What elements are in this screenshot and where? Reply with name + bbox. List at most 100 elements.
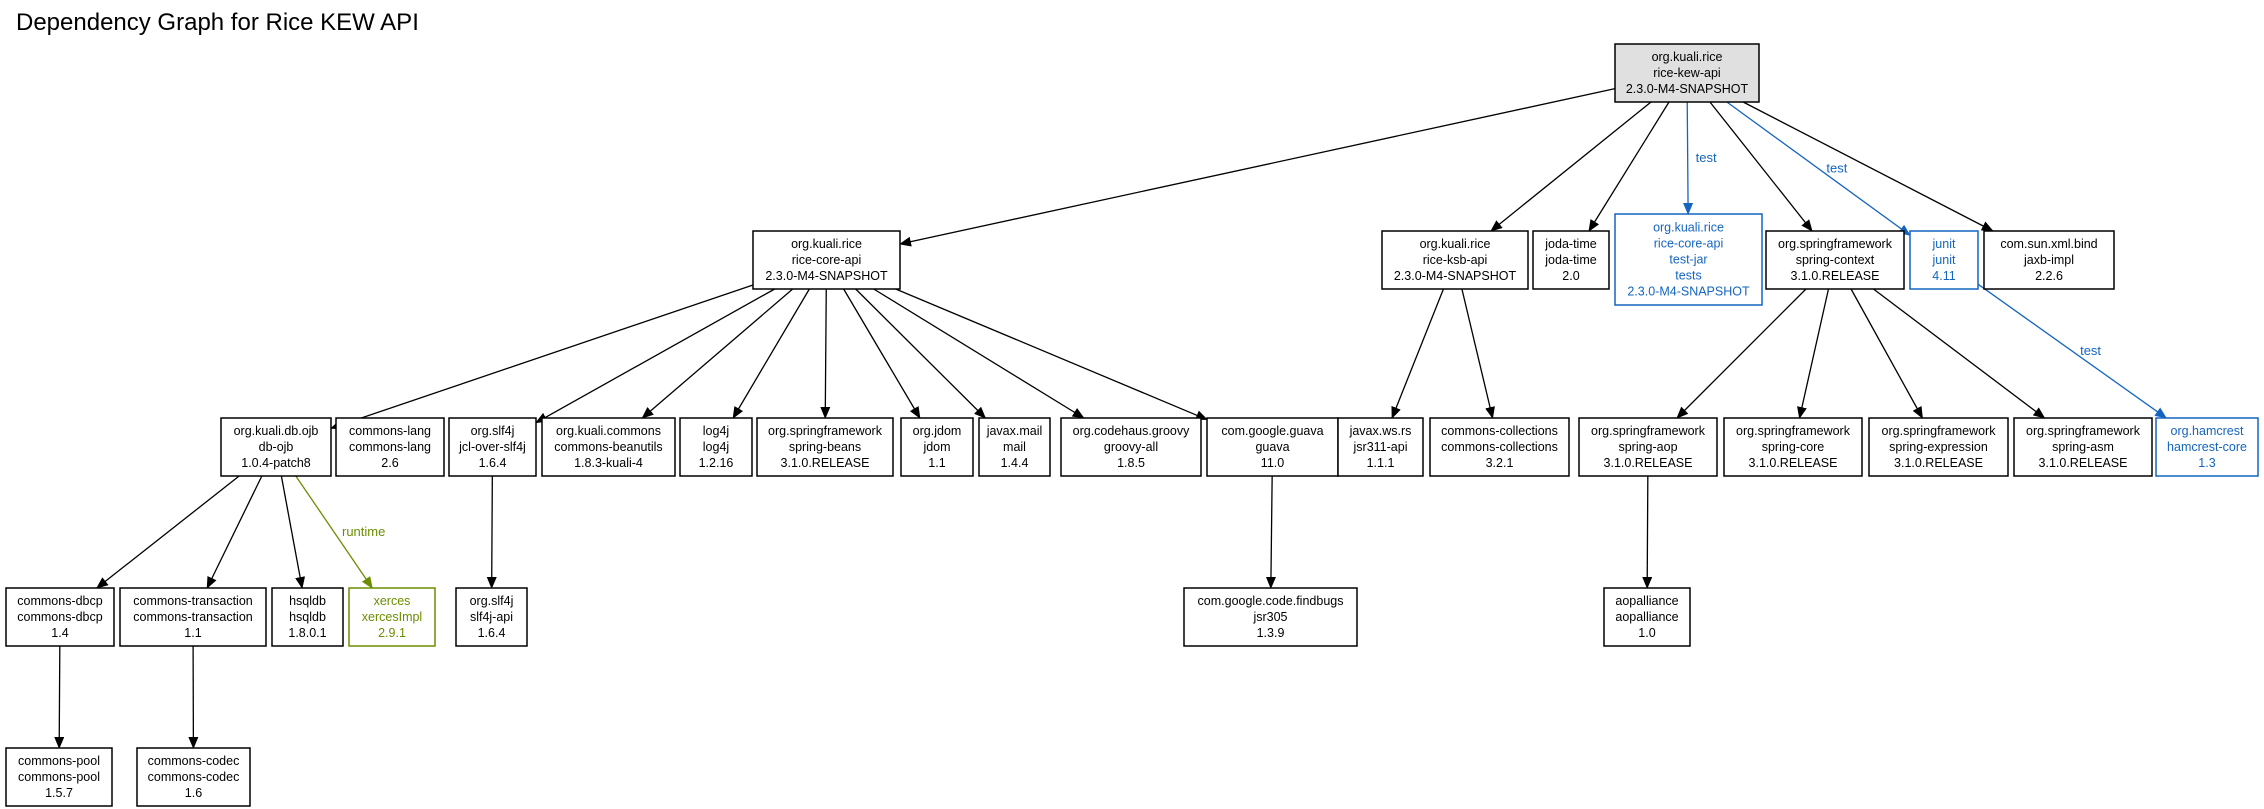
node-box: [335, 417, 445, 477]
node-sexpr: org.springframeworkspring-expression3.1.…: [1868, 417, 2009, 477]
edge-dbcp-cpool: [54, 645, 65, 749]
node-label-line: com.sun.xml.bind: [2000, 237, 2097, 251]
node-ccoll: commons-collectionscommons-collections3.…: [1429, 417, 1570, 477]
node-label-line: org.kuali.commons: [556, 424, 661, 438]
node-label-line: jcl-over-slf4j: [458, 440, 526, 454]
node-box: [1381, 230, 1529, 290]
node-label-line: jsr305: [1252, 610, 1287, 624]
node-label-line: xerces: [374, 594, 411, 608]
node-label-line: spring-aop: [1618, 440, 1677, 454]
node-label-line: commons-dbcp: [17, 610, 102, 624]
node-label-line: javax.mail: [986, 424, 1043, 438]
node-label-line: hsqldb: [289, 610, 326, 624]
node-box: [448, 417, 537, 477]
node-box: [679, 417, 753, 477]
edge-ojb-hsqldb: [280, 475, 306, 589]
node-score: org.springframeworkspring-core3.1.0.RELE…: [1723, 417, 1863, 477]
node-label-line: 3.2.1: [1486, 456, 1514, 470]
node-label-line: jaxb-impl: [2023, 253, 2074, 267]
node-label-line: 1.6.4: [479, 456, 507, 470]
edge-label: test: [1696, 150, 1717, 165]
edge-kew-ksb: [1490, 101, 1652, 232]
node-label-line: org.kuali.rice: [1420, 237, 1491, 251]
edge-kew-coretest: [1683, 101, 1694, 215]
node-box: [756, 417, 894, 477]
node-label-line: org.springframework: [1736, 424, 1851, 438]
node-label-line: jsr311-api: [1353, 440, 1408, 454]
edge-label: test: [1826, 161, 1847, 176]
node-saop: org.springframeworkspring-aop3.1.0.RELEA…: [1578, 417, 1718, 477]
edge-kew-junit: [1726, 101, 1911, 236]
node-label-line: junit: [1932, 253, 1956, 267]
node-label-line: 3.1.0.RELEASE: [781, 456, 870, 470]
node-label-line: slf4j-api: [470, 610, 513, 624]
edge-core-ojb: [330, 284, 754, 430]
edge-label: runtime: [342, 524, 385, 539]
node-box: [752, 230, 901, 290]
node-label-line: xercesImpl: [362, 610, 422, 624]
node-box: [5, 587, 115, 647]
node-label-line: com.google.guava: [1221, 424, 1323, 438]
node-label-line: 1.3: [2198, 456, 2215, 470]
node-box: [5, 747, 113, 807]
edge-kew-springctx: [1709, 101, 1813, 232]
node-label-line: org.codehaus.groovy: [1073, 424, 1190, 438]
node-label-line: org.slf4j: [471, 424, 515, 438]
node-label-line: jdom: [922, 440, 950, 454]
edge-kew-jaxb: [1742, 101, 1994, 232]
node-label-line: rice-core-api: [1654, 237, 1723, 251]
node-label-line: commons-transaction: [133, 610, 253, 624]
node-box: [2013, 417, 2153, 477]
node-coretest: org.kuali.ricerice-core-apitest-jartests…: [1614, 213, 1763, 306]
node-label-line: rice-kew-api: [1653, 66, 1720, 80]
node-label-line: 3.1.0.RELEASE: [1749, 456, 1838, 470]
node-label-line: spring-context: [1796, 253, 1875, 267]
node-label-line: org.springframework: [1591, 424, 1706, 438]
node-box: [1765, 230, 1905, 290]
node-label-line: rice-core-api: [792, 253, 861, 267]
node-label-line: guava: [1255, 440, 1289, 454]
node-label-line: 2.3.0-M4-SNAPSHOT: [1626, 82, 1749, 96]
node-label-line: 4.11: [1932, 269, 1955, 283]
page-title: Dependency Graph for Rice KEW API: [16, 9, 419, 36]
node-box: [1578, 417, 1718, 477]
node-label-line: 1.1.1: [1367, 456, 1395, 470]
node-label-line: 2.3.0-M4-SNAPSHOT: [765, 269, 888, 283]
node-box: [1723, 417, 1863, 477]
node-box: [1183, 587, 1358, 647]
node-label-line: org.hamcrest: [2171, 424, 2244, 438]
node-label-line: spring-expression: [1889, 440, 1988, 454]
nodes-layer: org.kuali.rice rice-kew-api 2.3.0-M4-SNAPS…: [5, 43, 2259, 807]
node-label-line: org.kuali.rice: [1652, 50, 1723, 64]
node-label-line: test-jar: [1669, 253, 1707, 267]
node-box: [1206, 417, 1339, 477]
node-box: [1868, 417, 2009, 477]
node-box: [900, 417, 974, 477]
node-box: [978, 417, 1051, 477]
edge-core-jcl: [535, 288, 776, 424]
edge-core-guava: [895, 288, 1208, 421]
edge-core-mail: [855, 288, 987, 419]
edge-core-sbeans: [820, 288, 831, 419]
node-ctrans: commons-transactioncommons-transaction1.…: [119, 587, 267, 647]
edge-core-beanutils: [641, 288, 794, 419]
node-label-line: 2.2.6: [2035, 269, 2063, 283]
node-label-line: 1.4.4: [1001, 456, 1029, 470]
edge-ojb-xerces: [295, 475, 373, 589]
node-label-line: 2.3.0-M4-SNAPSHOT: [1394, 269, 1517, 283]
node-box: [271, 587, 344, 647]
node-label-line: aopalliance: [1615, 610, 1678, 624]
edge-core-groovy: [873, 288, 1085, 419]
edge-ksb-ccoll: [1461, 288, 1495, 419]
node-label-line: spring-asm: [2052, 440, 2114, 454]
